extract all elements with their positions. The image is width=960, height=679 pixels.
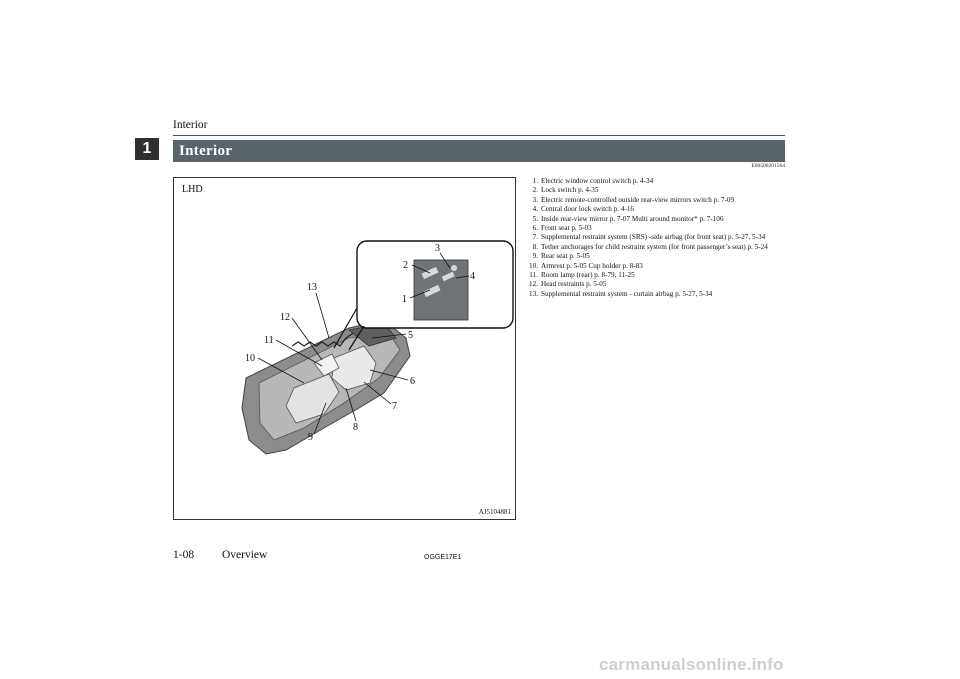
list-item: 11.Room lamp (rear) p. 8-79, 11-25 bbox=[529, 271, 635, 280]
leader-2 bbox=[411, 264, 431, 274]
leader-11 bbox=[275, 339, 323, 367]
list-item: 4.Central door lock switch p. 4-16 bbox=[532, 205, 635, 214]
list-item: 7.Supplemental restraint system (SRS) -s… bbox=[532, 233, 766, 242]
inset-pointer-line-2 bbox=[348, 325, 365, 351]
leader-12 bbox=[291, 317, 323, 361]
leader-10 bbox=[257, 357, 305, 384]
footer-section: Overview bbox=[222, 549, 268, 561]
list-item: 12.Head restraints p. 5-05 bbox=[529, 280, 607, 289]
switch-panel-key-b bbox=[423, 284, 441, 298]
footer-page-number: 1-08 bbox=[173, 549, 195, 561]
list-item: 6.Front seat p. 5-03 bbox=[532, 224, 592, 233]
callout-5: 5 bbox=[408, 330, 413, 341]
switch-panel-key-c bbox=[441, 271, 455, 282]
callout-7: 7 bbox=[392, 401, 397, 412]
list-item: 8.Tether anchorages for child restraint … bbox=[532, 242, 768, 251]
callout-9: 9 bbox=[308, 432, 313, 443]
watermark: carmanualsonline.info bbox=[599, 655, 784, 674]
leader-7 bbox=[363, 381, 392, 405]
figure-code: AJ5104881 bbox=[478, 508, 511, 516]
leader-4 bbox=[455, 275, 470, 279]
leader-1 bbox=[409, 289, 431, 299]
figure-label: LHD bbox=[182, 184, 203, 195]
front-seat-shape bbox=[331, 345, 377, 391]
leader-9 bbox=[313, 402, 327, 435]
rear-seat-shape bbox=[285, 373, 340, 424]
inset-pointer-line bbox=[333, 307, 358, 349]
callout-11: 11 bbox=[264, 335, 274, 346]
callout-12: 12 bbox=[280, 312, 290, 323]
footer-code: OGGE17E1 bbox=[424, 554, 462, 561]
leader-6 bbox=[369, 369, 409, 381]
section-title: Interior bbox=[173, 140, 785, 162]
list-item: 2.Lock switch p. 4-35 bbox=[532, 186, 599, 195]
list-item: 1.Electric window control switch p. 4-34 bbox=[532, 177, 654, 185]
callout-10: 10 bbox=[245, 353, 255, 364]
list-item: 9.Rear seat p. 5-05 bbox=[532, 252, 590, 261]
leader-8 bbox=[345, 387, 357, 422]
header-rule bbox=[173, 135, 785, 136]
switch-panel bbox=[413, 259, 469, 321]
chapter-tab: 1 bbox=[135, 138, 159, 160]
interior-figure: LHD 1 2 bbox=[173, 177, 516, 520]
component-list: 1.Electric window control switch p. 4-34… bbox=[522, 177, 784, 299]
callout-4: 4 bbox=[470, 271, 475, 282]
curtain-airbag-line bbox=[291, 327, 359, 347]
headrest-shape bbox=[313, 353, 340, 377]
interior-illustration: 1 2 3 4 5 6 7 8 9 10 11 12 13 bbox=[241, 240, 514, 455]
leader-3 bbox=[439, 252, 451, 269]
list-item: 3.Electric remote-controlled outside rea… bbox=[532, 195, 735, 204]
list-item: 5.Inside rear-view mirror p. 7-07 Multi … bbox=[532, 214, 724, 223]
list-item: 13.Supplemental restraint system - curta… bbox=[529, 289, 713, 298]
header-title: Interior bbox=[173, 119, 208, 131]
switch-panel-knob bbox=[451, 265, 457, 271]
callout-1: 1 bbox=[402, 294, 407, 305]
leader-13 bbox=[315, 292, 330, 339]
switch-panel-key-a bbox=[421, 266, 439, 280]
callout-2: 2 bbox=[403, 260, 408, 271]
callout-6: 6 bbox=[410, 376, 415, 387]
callout-8: 8 bbox=[353, 422, 358, 433]
section-ref-code: E00500201564 bbox=[751, 163, 785, 169]
callout-3: 3 bbox=[435, 243, 440, 254]
leader-5 bbox=[371, 333, 407, 339]
callout-13: 13 bbox=[307, 282, 317, 293]
list-item: 10.Armrest p. 5-05 Cup holder p. 8-83 bbox=[529, 261, 643, 270]
